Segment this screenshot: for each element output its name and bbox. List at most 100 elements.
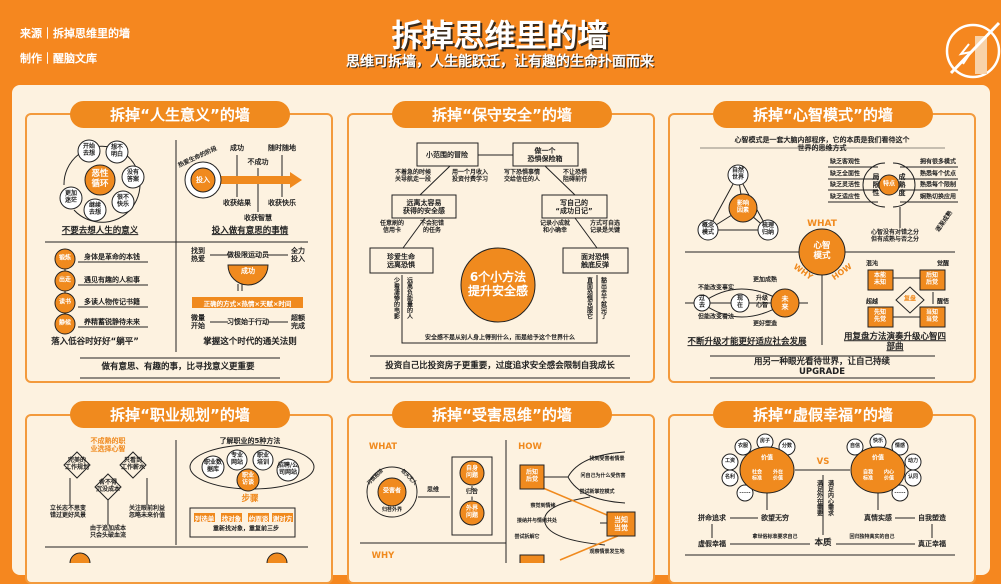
method-center: 职业 访谈 <box>241 472 255 486</box>
panel-summary: 投资自己比投资房子更重要，过度追求安全感会限制自我成长 <box>385 361 615 372</box>
lack-item: 缺乏全面性 <box>829 170 861 178</box>
habit-label: 习惯始于行动 <box>227 317 269 326</box>
stage-label: 混沌 <box>865 260 879 268</box>
item-key: 出走 <box>58 276 72 284</box>
value-bubble: 快乐 <box>872 438 884 445</box>
method-note: 直面恐惧克服它 <box>585 277 593 319</box>
meet-inner: 满足内心需求 <box>826 480 834 516</box>
steps-label: 步骤 <box>241 494 259 505</box>
result-note: 由于追加成本 只会头破血流 <box>89 525 127 539</box>
ring-label: 归咎外界 <box>381 507 403 514</box>
blame-label: 归咎 <box>465 488 479 497</box>
how-step: 尝试新掌控模式 <box>579 489 615 496</box>
stage-box: 后知 后觉 <box>525 469 539 483</box>
step-box: 列选单 <box>194 513 215 523</box>
panel-title: 拆掉“受害思维”的墙 <box>392 401 612 428</box>
what-label: WHAT <box>368 442 398 453</box>
more-mature: 更加成熟 <box>752 276 778 284</box>
method-note: 豁出去干就完了 <box>599 277 607 319</box>
can-change: 但能改变看法 <box>697 313 735 321</box>
method-note: 记录小成就 和小确幸 <box>539 220 571 234</box>
immature-label: 不成熟的职 业选择心智 <box>90 436 126 453</box>
item-key: 锻炼 <box>58 254 72 262</box>
item-value: 养精蓄锐静待未来 <box>84 317 140 326</box>
methods-title: 了解职业的5种方法 <box>219 436 281 445</box>
value-bubble: 工资 <box>724 458 736 465</box>
panel-title: 拆掉“虚假幸福”的墙 <box>713 401 933 428</box>
social-standard: 社会 标准 <box>751 469 763 481</box>
desire-label: 欲望无穷 <box>761 513 789 522</box>
essence-label: 本质 <box>814 538 832 549</box>
source-label: 来源｜拆掉思维里的墙 <box>20 27 130 40</box>
maker-label: 制作｜醒脑文库 <box>20 52 97 65</box>
caption: 不断升级才能更好适应社会发展 <box>687 337 807 348</box>
stage-label: 醒悟 <box>936 298 950 306</box>
how-step: 尝试拆解它 <box>514 534 540 541</box>
fail-label: 不成功 <box>247 157 269 166</box>
self-shape: 自我塑造 <box>918 513 946 522</box>
self-problem: 自身 问题 <box>465 465 479 479</box>
why-label: WHY <box>371 551 395 562</box>
invest-label: 投入 <box>196 175 210 184</box>
method-box: 珍爱生命 远离恐惧 <box>387 252 415 269</box>
center-circle: 6个小方法 提升安全感 <box>467 270 529 298</box>
item-value: 身体是革命的本钱 <box>84 252 140 261</box>
review-diamond: 复盘 <box>903 295 917 303</box>
vs-label: VS <box>816 457 830 468</box>
lack-item: 缺乏客观性 <box>829 158 861 166</box>
external-value: 外在 价值 <box>772 469 784 481</box>
method-node: 职业数 据库 <box>203 459 223 473</box>
bottom-note: 安全感不是从别人身上得到什么，而是给予这个世界什么 <box>424 334 576 342</box>
item-key: 读书 <box>58 298 72 306</box>
value-bubble: 分数 <box>781 443 793 450</box>
panel-summary: 做有意思、有趣的事，比寻找意义更重要 <box>101 362 255 373</box>
triangle-node: 自然 世界 <box>731 167 745 181</box>
panel-summary: 用另一种眼光看待世界，让自己持续UPGRADE <box>753 357 890 377</box>
joy-label: 收获快乐 <box>268 198 296 207</box>
caption: 用复盘方法演奏升级心智四部曲 <box>843 332 946 352</box>
value-bubble: 动力 <box>907 458 919 465</box>
cycle-node: 开始 去想 <box>82 143 96 157</box>
find-passion: 找到 热爱 <box>191 246 205 263</box>
result-note: 立长志不思变 错过更好风景 <box>49 505 87 519</box>
bowl-success: 成功 <box>241 266 255 275</box>
how-step: 察觉到情绪 <box>530 503 556 510</box>
step-box: 找对象 <box>221 513 242 523</box>
diamond-node: 只看到 工作薪水 <box>120 457 146 471</box>
panel-title: 拆掉“人生意义”的墙 <box>70 101 290 128</box>
method-box: 面对恐惧 触底反弹 <box>581 252 609 269</box>
triangle-center: 影响 因素 <box>736 200 750 214</box>
value-bubble: 情感 <box>894 443 906 450</box>
item-key: 静候 <box>58 319 72 327</box>
intro: 心智模式是一套大脑内部程序，它的本质是我们看待这个世界的思维方式 <box>734 135 910 152</box>
mature-label: 成 熟 度 <box>898 172 906 198</box>
limit-label: 局 限 性 <box>872 172 880 198</box>
method-note: 不让恐惧 阻碍前行 <box>562 169 588 183</box>
outer-problem: 外界 问题 <box>465 505 479 519</box>
caption: 落入低谷时好好“躺平” <box>51 337 139 348</box>
value-bubble: 衣服 <box>737 443 749 450</box>
wisdom-label: 收获智慧 <box>244 213 272 222</box>
step-box: 谢对方 <box>272 513 293 523</box>
feature-circle: 特点 <box>882 180 896 188</box>
method-note: 不着急的时候 关导航走一段 <box>394 169 432 183</box>
value-bubble: ...... <box>739 489 751 496</box>
stage-box: 本能 未知 <box>873 272 887 286</box>
have-item: 熟悉每个优点 <box>919 170 957 178</box>
value-bubble: 自信 <box>849 443 861 450</box>
anytime-label: 随时随地 <box>268 143 296 152</box>
what-label: WHAT <box>807 218 837 229</box>
how-label: HOW <box>518 442 542 453</box>
step-box: 约面谈 <box>248 513 269 523</box>
how-step: 找到受害者情景 <box>589 456 625 463</box>
value-bubble: 名利 <box>724 474 736 481</box>
caption: 投入做有意思的事情 <box>211 226 289 237</box>
stage-box: 先知 先觉 <box>873 309 887 323</box>
result-label: 收获结果 <box>223 198 251 207</box>
method-node: 招聘/公 司网站 <box>277 462 299 476</box>
cycle-node: 想不 明白 <box>110 144 124 158</box>
mature-note: 心智没有对错之分 但有成熟与否之分 <box>870 229 920 243</box>
self-standard: 自我 标准 <box>862 469 874 481</box>
method-box: 写自己的 “成功日记” <box>555 198 593 215</box>
lack-item: 缺乏灵活性 <box>829 181 861 189</box>
